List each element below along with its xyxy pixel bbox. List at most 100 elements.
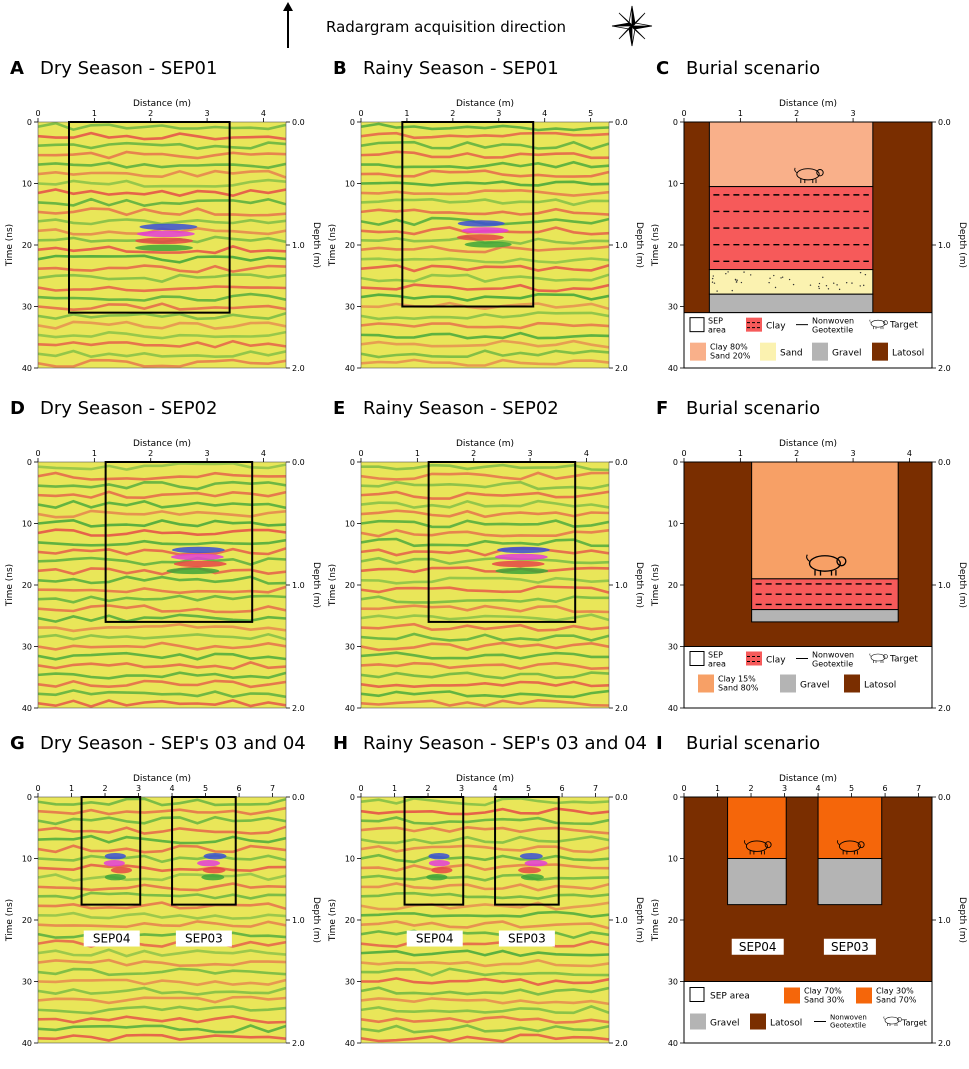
y-axis-title-depth: Depth (m) bbox=[311, 562, 321, 608]
y-tick-label-time: 40 bbox=[345, 364, 355, 373]
legend-sand: Sand bbox=[780, 349, 803, 359]
up-arrow-icon bbox=[283, 2, 293, 48]
x-tick-label: 4 bbox=[170, 784, 175, 793]
panel-letter: G bbox=[10, 733, 25, 754]
y-tick-label-time: 0 bbox=[27, 118, 32, 127]
y-tick-label-time: 10 bbox=[668, 180, 678, 189]
depth-tick-label: 1.0 bbox=[938, 581, 951, 590]
x-tick-label: 3 bbox=[782, 784, 787, 793]
x-tick-label: 2 bbox=[148, 109, 153, 118]
x-tick-label: 2 bbox=[748, 784, 753, 793]
y-tick-label-time: 30 bbox=[345, 643, 355, 652]
radargram-image bbox=[38, 462, 286, 708]
y-tick-label-time: 30 bbox=[668, 643, 678, 652]
y-axis-title-depth: Depth (m) bbox=[957, 562, 967, 608]
sep-area-box bbox=[427, 461, 577, 623]
legend-target: Target bbox=[889, 655, 918, 665]
x-tick-label: 1 bbox=[92, 109, 97, 118]
x-tick-label: 4 bbox=[261, 109, 266, 118]
x-tick-label: 3 bbox=[496, 109, 501, 118]
y-tick-label-time: 20 bbox=[22, 916, 32, 925]
sep-area-box bbox=[80, 796, 142, 906]
y-tick-label-time: 40 bbox=[22, 704, 32, 713]
gravel-layer bbox=[708, 293, 874, 314]
y-axis-title-time: Time (ns) bbox=[651, 899, 661, 942]
depth-tick-label: 1.0 bbox=[292, 916, 305, 925]
x-tick-label: 0 bbox=[681, 109, 686, 118]
legend-clay15-sand80: Clay 15%Sand 80% bbox=[718, 675, 759, 693]
panel-title: Rainy Season - SEP's 03 and 04 bbox=[363, 733, 648, 754]
y-axis-title-depth: Depth (m) bbox=[311, 222, 321, 268]
pig-target-icon bbox=[744, 839, 772, 855]
sep-area-box bbox=[171, 796, 237, 906]
y-axis-title-depth: Depth (m) bbox=[957, 222, 967, 268]
depth-tick-label: 0.0 bbox=[292, 793, 305, 802]
x-tick-label: 5 bbox=[526, 784, 531, 793]
x-tick-label: 1 bbox=[404, 109, 409, 118]
pig-target-icon bbox=[806, 554, 847, 576]
x-tick-label: 6 bbox=[883, 784, 888, 793]
x-tick-label: 1 bbox=[69, 784, 74, 793]
x-tick-label: 1 bbox=[738, 449, 743, 458]
legend-latosol: Latosol bbox=[892, 349, 924, 359]
x-tick-label: 3 bbox=[205, 109, 210, 118]
x-tick-label: 7 bbox=[270, 784, 275, 793]
depth-tick-label: 0.0 bbox=[938, 118, 951, 127]
depth-tick-label: 1.0 bbox=[292, 241, 305, 250]
panel-title: Rainy Season - SEP02 bbox=[363, 398, 559, 419]
legend-gravel: Gravel bbox=[800, 681, 830, 691]
depth-tick-label: 2.0 bbox=[292, 364, 305, 373]
clay80-sand20-layer bbox=[708, 121, 874, 188]
sep03-fill-layer bbox=[817, 796, 883, 859]
y-axis-title-time: Time (ns) bbox=[651, 564, 661, 607]
y-axis-title-time: Time (ns) bbox=[328, 564, 338, 607]
x-axis-title: Distance (m) bbox=[779, 774, 837, 784]
y-tick-label-time: 0 bbox=[350, 793, 355, 802]
x-axis-title: Distance (m) bbox=[779, 439, 837, 449]
x-tick-label: 1 bbox=[715, 784, 720, 793]
sep03-label: SEP03 bbox=[185, 932, 223, 946]
y-axis-title-depth: Depth (m) bbox=[957, 897, 967, 943]
panel-letter: C bbox=[656, 58, 670, 79]
depth-tick-label: 0.0 bbox=[292, 458, 305, 467]
legend-clay80-sand20: Clay 80%Sand 20% bbox=[710, 343, 751, 361]
x-axis-title: Distance (m) bbox=[779, 99, 837, 109]
x-tick-label: 2 bbox=[450, 109, 455, 118]
x-tick-label: 3 bbox=[136, 784, 141, 793]
y-tick-label-time: 0 bbox=[673, 118, 678, 127]
depth-tick-label: 0.0 bbox=[938, 458, 951, 467]
x-tick-label: 0 bbox=[35, 109, 40, 118]
y-axis-title-depth: Depth (m) bbox=[634, 897, 644, 943]
latosol-layer bbox=[684, 797, 932, 982]
x-tick-label: 2 bbox=[148, 449, 153, 458]
y-tick-label-time: 10 bbox=[22, 180, 32, 189]
sep-area-box bbox=[104, 461, 254, 623]
y-tick-label-time: 20 bbox=[345, 241, 355, 250]
y-axis-title-depth: Depth (m) bbox=[311, 897, 321, 943]
panel-title: Dry Season - SEP's 03 and 04 bbox=[40, 733, 306, 754]
x-tick-label: 7 bbox=[916, 784, 921, 793]
x-tick-label: 3 bbox=[851, 109, 856, 118]
depth-tick-label: 2.0 bbox=[938, 364, 951, 373]
sand-layer bbox=[708, 269, 874, 295]
y-tick-label-time: 40 bbox=[345, 704, 355, 713]
compass-rose-icon bbox=[611, 5, 653, 47]
panel-letter: H bbox=[333, 733, 349, 754]
depth-tick-label: 1.0 bbox=[292, 581, 305, 590]
pig-target-icon bbox=[869, 319, 888, 330]
x-tick-label: 2 bbox=[794, 109, 799, 118]
pig-target-icon bbox=[869, 653, 888, 663]
pig-target-icon bbox=[837, 839, 865, 855]
panel-title: Dry Season - SEP01 bbox=[40, 58, 218, 79]
